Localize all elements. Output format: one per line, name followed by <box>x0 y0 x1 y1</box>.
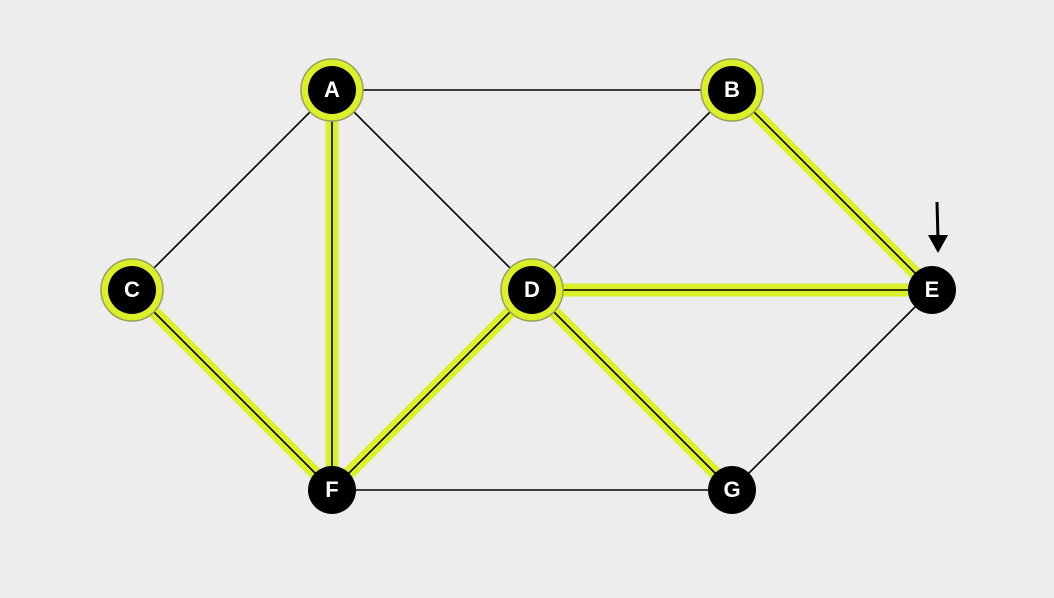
node-label: F <box>325 477 338 502</box>
node-label: B <box>724 77 740 102</box>
node-label: D <box>524 277 540 302</box>
node-d[interactable]: D <box>500 258 564 322</box>
edges-layer <box>127 85 937 495</box>
edge-b-d <box>531 89 733 291</box>
node-label: G <box>723 477 740 502</box>
node-a[interactable]: A <box>300 58 364 122</box>
node-circle <box>308 66 356 114</box>
node-b[interactable]: B <box>700 58 764 122</box>
node-circle <box>108 266 156 314</box>
node-g[interactable]: G <box>708 466 756 514</box>
node-e[interactable]: E <box>908 266 956 314</box>
node-label: E <box>925 277 940 302</box>
node-circle <box>308 466 356 514</box>
edge-a-d <box>331 89 533 291</box>
node-f[interactable]: F <box>308 466 356 514</box>
edge-a-c <box>131 89 333 291</box>
node-circle <box>508 266 556 314</box>
marker-layer <box>928 201 948 253</box>
edge-e-g <box>731 289 933 491</box>
nodes-layer: A B C D E F G <box>100 58 956 514</box>
down-arrow-icon <box>928 201 948 253</box>
node-c[interactable]: C <box>100 258 164 322</box>
node-circle <box>908 266 956 314</box>
node-label: A <box>324 77 340 102</box>
node-label: C <box>124 277 140 302</box>
node-circle <box>708 66 756 114</box>
edge-c-f <box>131 289 333 491</box>
edge-d-f <box>331 289 533 491</box>
edge-d-g <box>531 289 733 491</box>
edge-b-e <box>731 89 933 291</box>
node-circle <box>708 466 756 514</box>
